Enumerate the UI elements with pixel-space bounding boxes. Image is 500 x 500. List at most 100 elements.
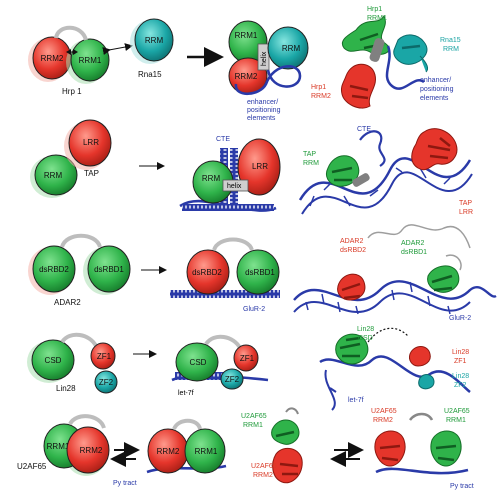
struct-label-free-rrm1-b: RRM1: [243, 422, 263, 429]
hrp1-rna15-structure: [341, 14, 429, 109]
complex-py-tract-label: Py tract: [113, 480, 137, 487]
row-lin28: CSD ZF1 ZF2 Lin28 CSD ZF1 ZF2 let-7f Lin…: [27, 326, 471, 411]
complex-rna15-rrm-domain: [267, 26, 309, 70]
struct-label-adar2-dsrbd1-a: ADAR2: [401, 240, 424, 247]
helix-label: helix: [261, 51, 268, 66]
struct-label-lin28-zf1-a: Lin28: [452, 349, 469, 356]
struct-label-tap-rrm-b: RRM: [303, 160, 319, 167]
struct-label-tap-rrm-a: TAP: [303, 151, 316, 158]
complex-dsrbd1-domain: [236, 249, 280, 295]
double-arrow-icon: [66, 49, 78, 55]
adar2-structure: [293, 224, 497, 315]
row-adar2: dsRBD2 dsRBD1 ADAR2 dsRBD2 dsRBD1 GluR-2…: [28, 224, 497, 322]
struct-cte-label: CTE: [357, 126, 371, 133]
struct-label-bound-rrm2-b: RRM2: [373, 417, 393, 424]
complex-let7f-label: let-7f: [178, 390, 194, 397]
struct-label-lin28-csd-b: CSD: [358, 335, 373, 342]
struct-label-adar2-dsrbd1-b: dsRBD1: [401, 249, 427, 256]
tap-structure: [298, 128, 473, 215]
hrp1-protein-label: Hrp 1: [62, 87, 82, 96]
lin28-zf2-label: ZF2: [99, 378, 114, 387]
struct-label-adar2-dsrbd2-a: ADAR2: [340, 238, 363, 245]
linker: [60, 233, 102, 248]
u2af65-structure-bound: [374, 412, 469, 475]
interaction-arrow-icon: [102, 43, 133, 56]
complex-csd-domain: [175, 342, 219, 382]
row-tap: RRM LRR TAP CTE RRM LRR helix CTE TAP R: [30, 119, 473, 216]
struct-py-tract-label: Py tract: [450, 483, 474, 490]
struct-label-hrp1-rrm1-b: RRM1: [367, 15, 387, 22]
hrp1-rrm2-label: RRM2: [41, 54, 64, 63]
rna-label-3: elements: [247, 115, 276, 122]
rna-label-2: positioning: [247, 107, 281, 114]
complex-lrr-domain: [237, 138, 281, 196]
lin28-csd-label: CSD: [45, 356, 62, 365]
complex-zf2-domain: [220, 368, 244, 390]
adar2-dsrbd1-label: dsRBD1: [94, 265, 124, 274]
tap-rrm-label: RRM: [44, 171, 63, 180]
struct-label-bound-rrm2-a: U2AF65: [371, 408, 397, 415]
helix-label: helix: [227, 183, 242, 190]
struct-label-bound-rrm1-b: RRM1: [446, 417, 466, 424]
lin28-zf1-domain: [90, 342, 116, 370]
complex-rrm2-label: RRM2: [157, 447, 180, 456]
rna-duplex: [182, 204, 274, 211]
linker: [172, 418, 202, 431]
lin28-zf2-domain: [94, 370, 118, 394]
helix-box: [257, 43, 270, 71]
complex-zf1-label: ZF1: [240, 354, 255, 363]
u2af65-structure-free: [271, 407, 303, 484]
struct-label-adar2-dsrbd2-b: dsRBD2: [340, 247, 366, 254]
u2af65-rrm1-label: RRM1: [47, 442, 70, 451]
struct-label-lin28-zf1-b: ZF1: [454, 358, 467, 365]
lin28-structure: [319, 327, 471, 411]
adar2-protein-label: ADAR2: [54, 298, 81, 307]
rna15-rrm-label: RRM: [145, 36, 164, 45]
lin28-zf1-label: ZF1: [97, 352, 112, 361]
struct-label-tap-lrr-a: TAP: [459, 200, 472, 207]
hrp1-rrm1-label: RRM1: [79, 56, 102, 65]
rna15-rrm-domain: [134, 18, 174, 62]
rna-strand: [234, 65, 302, 96]
struct-label-bound-rrm1-a: U2AF65: [444, 408, 470, 415]
complex-rrm1-domain: [184, 428, 226, 474]
complex-lrr-label: LRR: [252, 162, 268, 171]
row-u2af65: RRM1 RRM2 U2AF65 RRM2 RRM1 Py tract U2AF…: [17, 407, 474, 490]
struct-let7f-label: let-7f: [348, 397, 364, 404]
struct-label-free-rrm2-a: U2AF65: [251, 463, 277, 470]
tap-lrr-domain: [68, 119, 112, 167]
struct-label-hrp1-rrm2-b: RRM2: [311, 93, 331, 100]
lin28-protein-label: Lin28: [56, 384, 76, 393]
row-hrp1: RRM2 RRM1 Hrp 1 RRM Rna15 RRM1 RRM2 heli…: [28, 6, 461, 122]
cte-rna-stem: [230, 148, 238, 204]
linker: [68, 414, 106, 429]
complex-zf1-domain: [233, 344, 259, 372]
linker: [60, 332, 98, 348]
struct-label-free-rrm2-b: RRM2: [253, 472, 273, 479]
linker: [204, 334, 242, 350]
complex-rrm2-label: RRM2: [235, 72, 258, 81]
glur2-rna-duplex: [170, 290, 280, 298]
linker: [54, 25, 88, 41]
rna15-protein-label: Rna15: [138, 70, 162, 79]
cte-label: CTE: [216, 136, 230, 143]
complex-dsrbd1-label: dsRBD1: [245, 268, 275, 277]
tap-lrr-label: LRR: [83, 138, 99, 147]
u2af65-rrm2-domain: [66, 426, 110, 474]
linker: [212, 237, 254, 251]
complex-rrm1-label: RRM1: [235, 31, 258, 40]
hrp1-rrm1-domain: [70, 38, 110, 82]
rna-label-1: enhancer/: [247, 99, 278, 106]
struct-label-lin28-zf2-a: Lin28: [452, 373, 469, 380]
complex-rrm1-label: RRM1: [195, 447, 218, 456]
lin28-csd-domain: [31, 339, 75, 381]
struct-label-tap-lrr-b: LRR: [459, 209, 473, 216]
tap-protein-label: TAP: [84, 169, 99, 178]
struct-label-rna-b: positioning: [420, 86, 454, 93]
complex-rna15-rrm-label: RRM: [282, 44, 301, 53]
complex-zf2-label: ZF2: [225, 375, 240, 384]
struct-label-free-rrm1-a: U2AF65: [241, 413, 267, 420]
adar2-dsrbd1-domain: [87, 245, 131, 293]
complex-glur2-label: GluR-2: [243, 306, 265, 313]
